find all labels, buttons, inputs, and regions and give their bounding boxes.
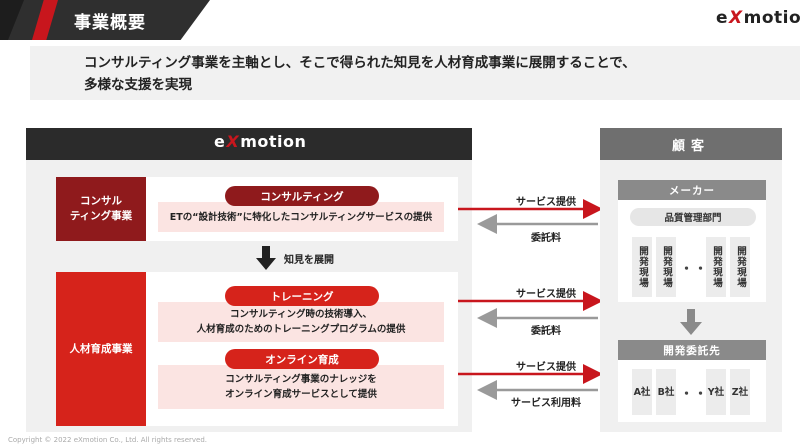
maker-to-contractor-arrow-icon	[680, 309, 702, 335]
lead-background	[30, 46, 800, 100]
company-card: Z社	[730, 369, 750, 415]
logo-text-post: motion	[743, 8, 800, 28]
dev-site-card: 開発現場	[632, 237, 652, 297]
consulting-label-line-2: ティング事業	[69, 210, 133, 222]
customer-panel-header: 顧客	[600, 128, 782, 160]
online-service-pill: オンライン育成	[225, 349, 379, 369]
consulting-description: ETの“設計技術”に特化したコンサルティングサービスの提供	[169, 211, 433, 223]
company-card: A社	[632, 369, 652, 415]
dev-site-card: 開発現場	[706, 237, 726, 297]
flow-2-fee-label: 委託料	[531, 326, 561, 337]
company-logo: eXmotion	[716, 8, 800, 28]
training-service-pill: トレーニング	[225, 286, 379, 306]
online-description-box: コンサルティング事業のナレッジを オンライン育成サービスとして提供	[158, 365, 444, 409]
logo-x-mark: X	[729, 8, 743, 28]
page-title: 事業概要	[74, 13, 146, 33]
copyright-footer: Copyright © 2022 eXmotion Co., Ltd. All …	[8, 436, 207, 444]
flow-3-service-label: サービス提供	[516, 362, 576, 373]
training-desc-line-2: 人材育成のためのトレーニングプログラムの提供	[196, 324, 406, 335]
company-card: Y社	[706, 369, 726, 415]
flow-1-service-label: サービス提供	[516, 197, 576, 208]
down-arrow-icon	[256, 246, 276, 270]
logo-text-pre: e	[716, 8, 729, 28]
maker-header: メーカー	[618, 180, 766, 200]
exmotion-panel-header	[26, 128, 472, 160]
dev-site-card: 開発現場	[656, 237, 676, 297]
flow-3-fee-label: サービス利用料	[511, 398, 581, 409]
online-desc-line-2: オンライン育成サービスとして提供	[225, 389, 377, 400]
training-description-box: コンサルティング時の技術導入、 人材育成のためのトレーニングプログラムの提供	[158, 302, 444, 342]
dev-site-card: 開発現場	[730, 237, 750, 297]
expand-knowledge-label: 知見を展開	[284, 255, 334, 266]
panel-logo-pre: e	[214, 132, 226, 151]
panel-logo-post: motion	[240, 132, 307, 151]
flow-1-fee-label: 委託料	[531, 233, 561, 244]
consulting-service-pill: コンサルティング	[225, 186, 379, 206]
hr-division-label: 人材育成事業	[56, 272, 146, 426]
consulting-division-label: コンサル ティング事業	[56, 177, 146, 241]
consulting-description-box: ETの“設計技術”に特化したコンサルティングサービスの提供	[158, 202, 444, 232]
flow-2-service-label: サービス提供	[516, 289, 576, 300]
online-desc-line-1: コンサルティング事業のナレッジを	[225, 374, 377, 385]
company-card: B社	[656, 369, 676, 415]
consulting-label-line-1: コンサル	[80, 195, 122, 207]
lead-text: コンサルティング事業を主軸とし、そこで得られた知見を人材育成事業に展開することで…	[84, 52, 636, 96]
lead-line-2: 多様な支援を実現	[84, 77, 192, 93]
header-bar: 事業概要 eXmotion	[0, 0, 800, 40]
lead-line-1: コンサルティング事業を主軸とし、そこで得られた知見を人材育成事業に展開することで…	[84, 55, 636, 71]
qa-department-pill: 品質管理部門	[630, 208, 756, 226]
contractor-header: 開発委託先	[618, 340, 766, 360]
training-desc-line-1: コンサルティング時の技術導入、	[230, 309, 372, 320]
panel-logo-x-mark: X	[226, 132, 240, 151]
